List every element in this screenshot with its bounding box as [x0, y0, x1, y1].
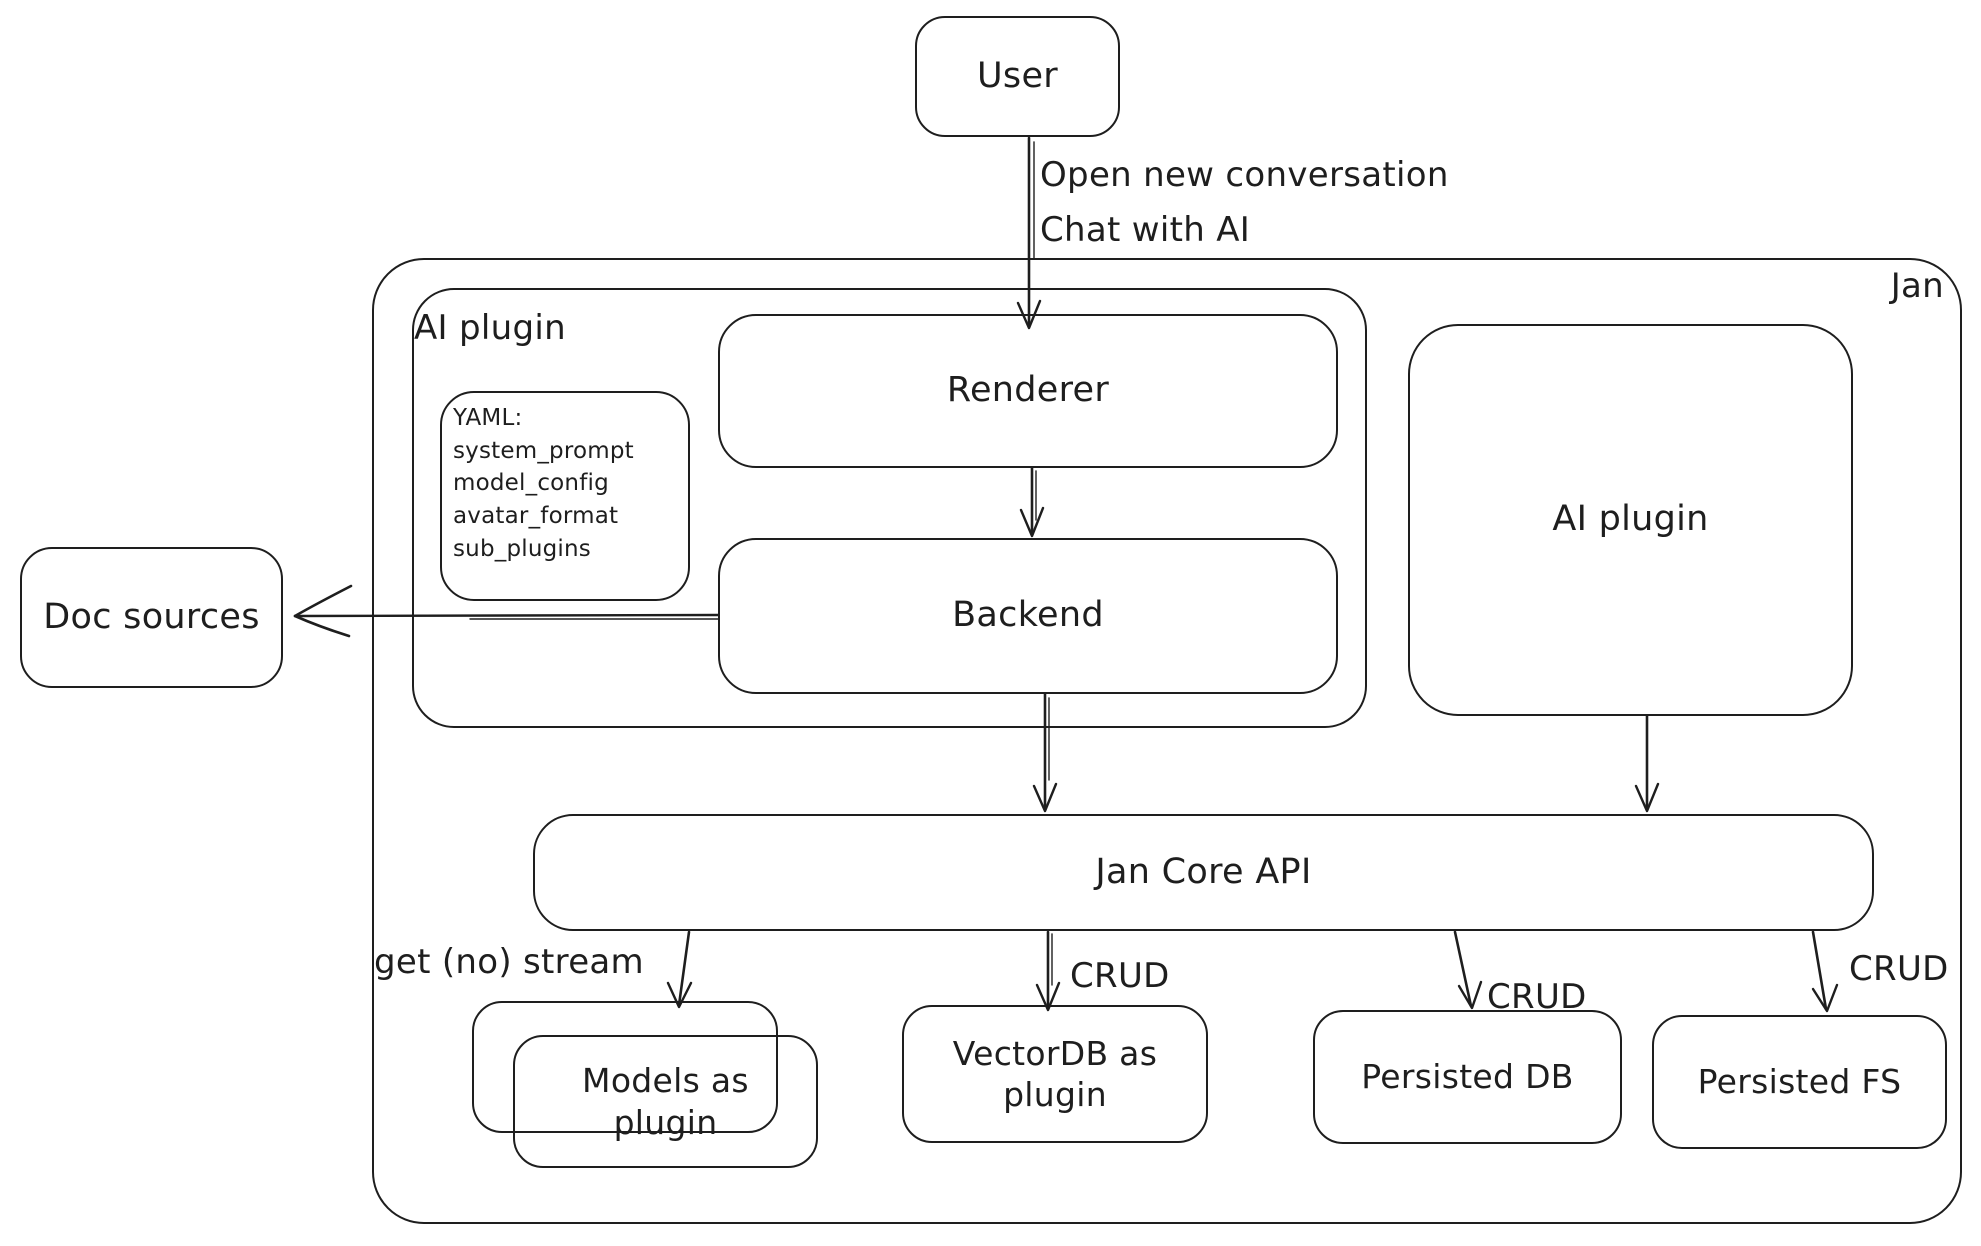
- ai-plugin-group-box: [412, 288, 1367, 728]
- node-doc-sources: Doc sources: [20, 547, 283, 688]
- node-renderer-label: Renderer: [946, 370, 1110, 411]
- ai-plugin-group-label: AI plugin: [414, 308, 566, 348]
- jan-container-box: [372, 258, 1962, 1224]
- node-persisted-db: Persisted DB: [1313, 1010, 1622, 1144]
- node-user-label: User: [977, 55, 1058, 96]
- node-user: User: [915, 16, 1120, 137]
- node-jan-core-api-label: Jan Core API: [1095, 851, 1312, 892]
- edge-label-open-conversation-line2: Chat with AI: [1040, 210, 1251, 251]
- node-vectordb-as-plugin-label: VectorDB as plugin: [952, 1033, 1158, 1114]
- yaml-note-line: avatar_format: [453, 502, 619, 529]
- node-persisted-fs-label: Persisted FS: [1697, 1062, 1902, 1102]
- node-jan-core-api: Jan Core API: [533, 814, 1874, 931]
- node-renderer: Renderer: [718, 314, 1338, 468]
- edge-label-open-conversation-line1: Open new conversation: [1040, 155, 1449, 195]
- node-backend-label: Backend: [952, 595, 1104, 636]
- node-ai-plugin-right: AI plugin: [1408, 324, 1853, 716]
- yaml-note-line: sub_plugins: [453, 535, 591, 562]
- yaml-note-line: system_prompt: [453, 437, 634, 464]
- node-ai-plugin-right-label: AI plugin: [1552, 499, 1709, 540]
- edge-label-crud-persisted-db: CRUD: [1487, 977, 1587, 1017]
- yaml-note-box: [440, 391, 690, 601]
- edge-label-get-no-stream: get (no) stream: [374, 942, 644, 982]
- jan-container-label: Jan: [1890, 266, 1944, 306]
- yaml-note-text: YAML: system_prompt model_config avatar_…: [453, 402, 634, 565]
- models-as-plugin-back-box: [472, 1001, 778, 1133]
- node-doc-sources-label: Doc sources: [43, 596, 260, 637]
- node-models-as-plugin: Models as plugin: [513, 1035, 818, 1168]
- edge-label-open-conversation: Open new conversation Chat with AI: [1040, 148, 1449, 258]
- node-vectordb-as-plugin: VectorDB as plugin: [902, 1005, 1208, 1143]
- node-persisted-db-label: Persisted DB: [1361, 1057, 1574, 1097]
- yaml-note-line: model_config: [453, 470, 609, 497]
- yaml-note-line: YAML:: [453, 405, 523, 431]
- edge-label-crud-persisted-fs: CRUD: [1849, 949, 1949, 989]
- edge-label-crud-vectordb: CRUD: [1070, 956, 1170, 996]
- node-models-as-plugin-label: Models as plugin: [582, 1061, 749, 1142]
- node-persisted-fs: Persisted FS: [1652, 1015, 1947, 1149]
- node-backend: Backend: [718, 538, 1338, 694]
